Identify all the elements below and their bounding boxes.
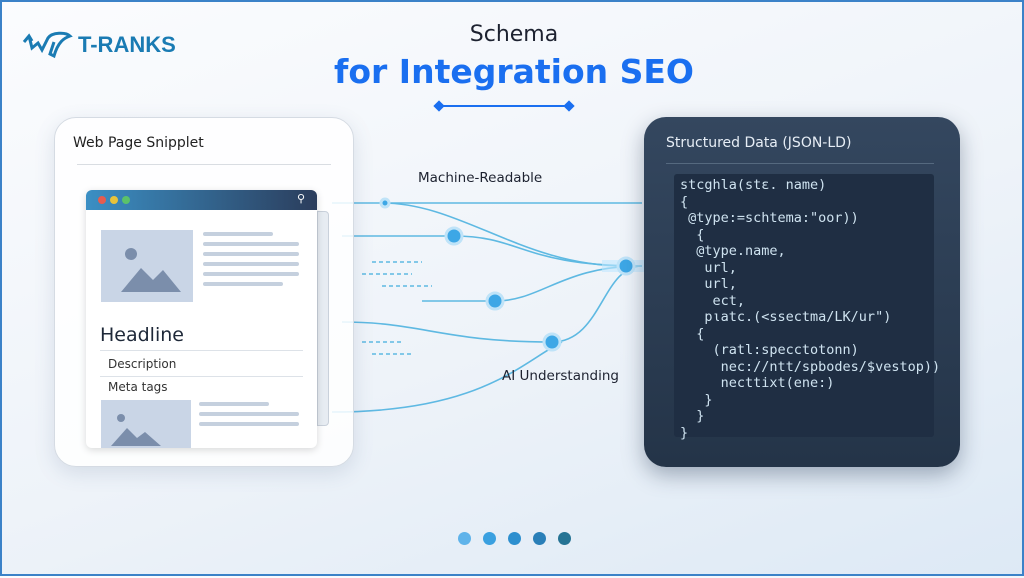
web-page-snippet-card: Web Page Snipplet ⚲ Headline Description… (54, 117, 354, 467)
flow-node (542, 332, 562, 352)
text-line (203, 252, 299, 256)
text-line (203, 242, 299, 246)
text-line (203, 232, 273, 236)
code-line: @type.name, (680, 243, 786, 259)
text-line (199, 412, 299, 416)
title-underline (439, 105, 569, 107)
pagination-dot[interactable] (533, 532, 546, 545)
card-title: Web Page Snipplet (73, 135, 204, 151)
code-line: } (680, 391, 713, 408)
text-line (199, 422, 299, 426)
browser-window: ⚲ Headline Description Meta tags (86, 190, 317, 448)
brand-logo: T-RANKS (22, 30, 176, 60)
meta-tags: Meta tags (108, 380, 168, 394)
flow-node (485, 291, 505, 311)
code-line: necttixt(ene:) (680, 375, 835, 391)
headline: Headline (100, 324, 184, 346)
flow-line (381, 202, 627, 267)
code-line: url, (680, 276, 737, 292)
text-line (199, 402, 269, 406)
close-dot-icon (98, 196, 106, 204)
code-line: nec://ntt/spbodes/$vestop)) (680, 358, 941, 375)
code-line: } (680, 408, 705, 424)
divider (100, 350, 303, 351)
flow-line (331, 341, 563, 413)
maximize-dot-icon (122, 196, 130, 204)
pagination-dot[interactable] (508, 532, 521, 545)
json-ld-code: stcghla(stε. name){ @type:=schtema:"oor)… (674, 174, 941, 441)
ai-understanding-label: AI Understanding (502, 368, 619, 384)
text-line (203, 282, 283, 286)
code-line: stcghla(stε. name) (680, 177, 827, 193)
title-line-1: Schema (469, 22, 559, 47)
text-line (203, 272, 299, 276)
code-line: } (680, 424, 689, 441)
back-page (317, 211, 329, 426)
pagination-dot[interactable] (458, 532, 471, 545)
minimize-dot-icon (110, 196, 118, 204)
description: Description (108, 357, 177, 371)
page-title: for Integration SEO (334, 52, 694, 91)
code-line: url, (680, 259, 737, 276)
image-placeholder-icon (101, 230, 193, 302)
logo-arrow-icon (22, 31, 73, 59)
divider (666, 163, 934, 164)
image-placeholder-icon (101, 400, 191, 448)
flow-node (444, 226, 464, 246)
structured-data-card: Structured Data (JSON-LD) stcghla(stε. n… (644, 117, 960, 467)
search-icon[interactable]: ⚲ (296, 192, 305, 205)
code-line: { (680, 226, 705, 243)
divider (77, 164, 331, 165)
flow-node (616, 256, 636, 276)
logo-text: T-RANKS (78, 32, 176, 57)
text-line (203, 262, 299, 266)
code-line: (ratl:specctotonn) (680, 342, 859, 358)
code-line: pιatc.(<ssectma/LK/ur") (680, 309, 892, 325)
card-title: Structured Data (JSON-LD) (666, 135, 852, 151)
code-line: @type:=schtema:"oor)) (680, 210, 859, 226)
pagination-dot[interactable] (483, 532, 496, 545)
pagination-dot[interactable] (558, 532, 571, 545)
machine-readable-label: Machine-Readable (418, 170, 543, 186)
code-line: ect, (680, 292, 746, 309)
flow-node (379, 197, 391, 209)
code-line: { (680, 193, 689, 210)
code-line: { (680, 325, 705, 342)
browser-titlebar: ⚲ (86, 190, 317, 210)
divider (100, 376, 303, 377)
flow-line (362, 261, 432, 355)
